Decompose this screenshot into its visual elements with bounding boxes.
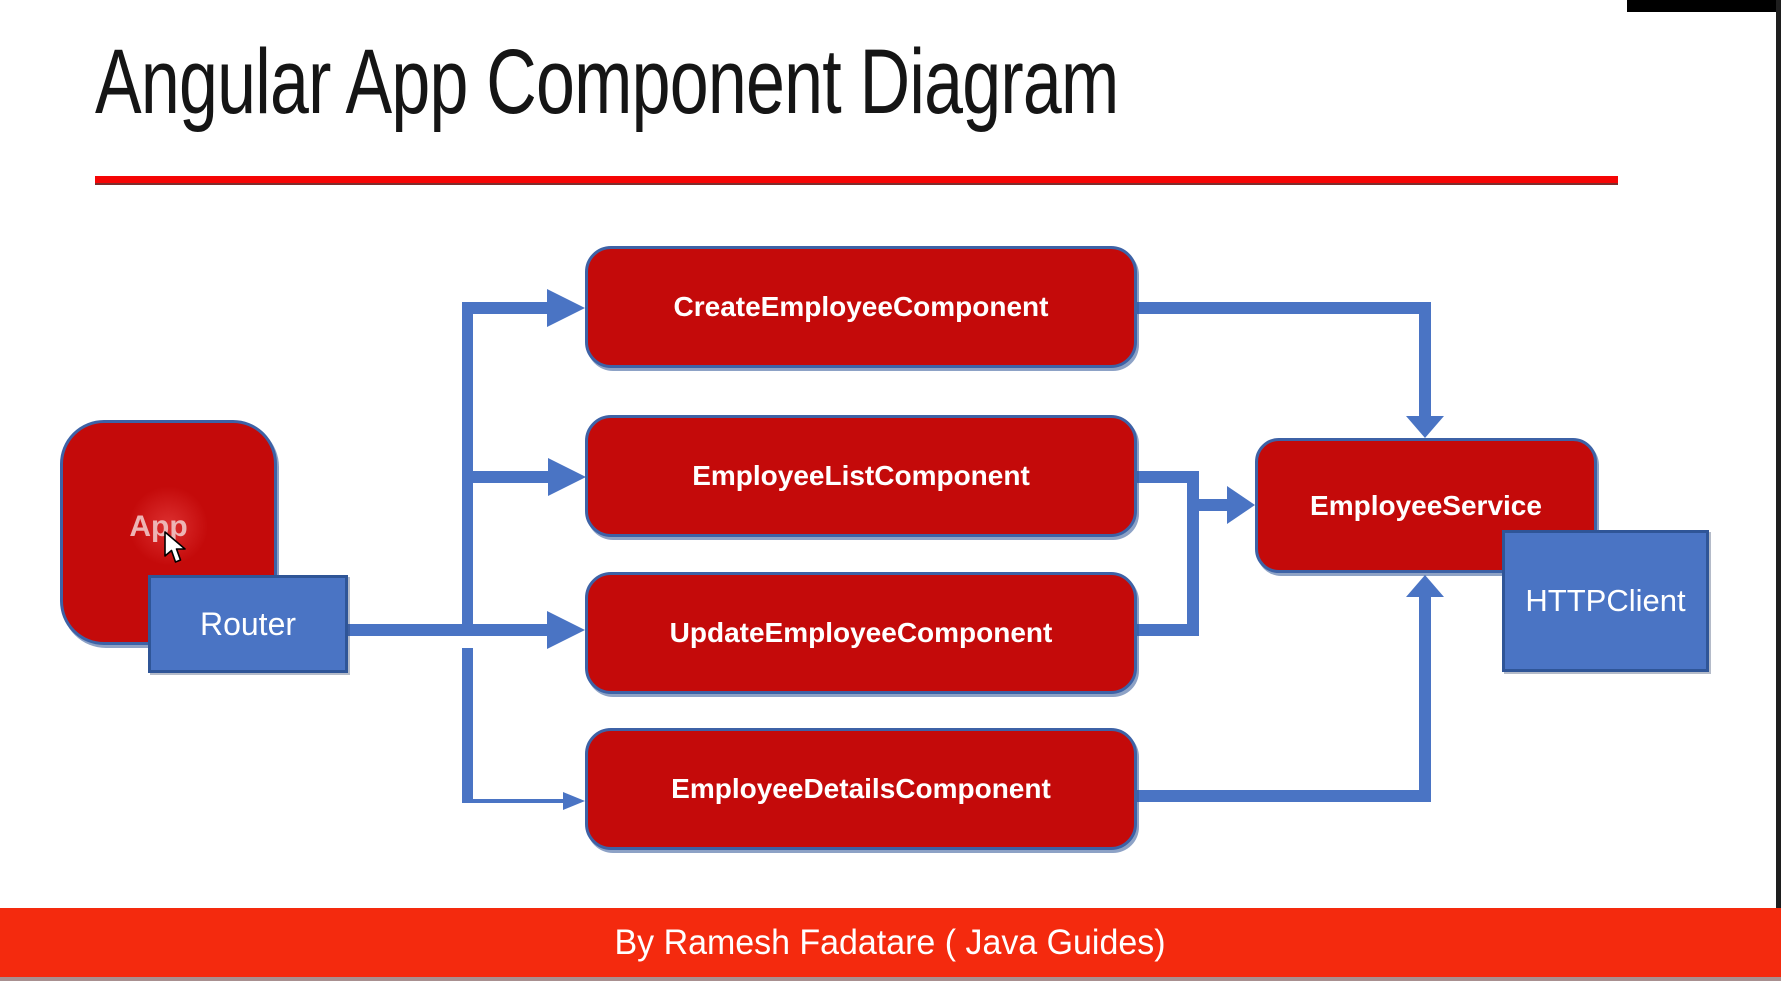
node-employee-details-component[interactable]: EmployeeDetailsComponent — [585, 728, 1137, 850]
edge-merge-to-service — [1199, 499, 1227, 511]
edge-details-to-service-vertical — [1419, 597, 1431, 802]
node-create-label: CreateEmployeeComponent — [673, 291, 1049, 322]
edge-create-to-service-horizontal — [1137, 302, 1431, 314]
title-underline — [95, 176, 1618, 185]
edge-details-to-service-horizontal — [1137, 790, 1431, 802]
node-list-label: EmployeeListComponent — [692, 460, 1030, 491]
node-create-employee-component[interactable]: CreateEmployeeComponent — [585, 246, 1137, 368]
mouse-cursor-icon — [164, 531, 186, 563]
edge-router-to-list — [473, 471, 548, 483]
node-details-label: EmployeeDetailsComponent — [671, 773, 1051, 804]
arrowhead-to-list — [548, 458, 586, 496]
slide-right-border — [1776, 0, 1781, 908]
edge-router-trunk-upper — [462, 302, 473, 636]
edge-router-to-create — [462, 302, 547, 314]
node-app-label: App — [129, 509, 188, 543]
arrowhead-to-create — [547, 289, 585, 327]
edge-router-trunk-lower — [462, 648, 473, 803]
edge-router-to-update — [348, 624, 547, 636]
node-http-client[interactable]: HTTPClient — [1502, 530, 1709, 672]
arrowhead-into-service-bottom — [1406, 575, 1444, 597]
node-employee-list-component[interactable]: EmployeeListComponent — [585, 415, 1137, 537]
footer-band: By Ramesh Fadatare ( Java Guides) — [0, 908, 1781, 981]
edge-update-to-merge — [1137, 624, 1199, 636]
edge-list-to-merge — [1135, 471, 1199, 483]
node-service-label: EmployeeService — [1310, 489, 1542, 521]
arrowhead-into-service-top — [1406, 416, 1444, 438]
node-router-label: Router — [199, 605, 297, 642]
footer-credit: By Ramesh Fadatare ( Java Guides) — [615, 922, 1166, 962]
edge-merge-vertical — [1187, 471, 1199, 636]
node-update-label: UpdateEmployeeComponent — [669, 617, 1053, 648]
arrowhead-to-update — [547, 611, 585, 649]
edge-create-to-service-vertical — [1419, 302, 1431, 416]
node-http-label: HTTPClient — [1525, 583, 1686, 618]
arrowhead-into-service-left — [1227, 486, 1255, 524]
node-update-employee-component[interactable]: UpdateEmployeeComponent — [585, 572, 1137, 694]
page-title: Angular App Component Diagram — [95, 34, 1442, 131]
edge-router-to-details — [467, 799, 563, 803]
node-router[interactable]: Router — [148, 575, 348, 673]
arrowhead-to-details — [563, 792, 585, 810]
letterbox-bar — [1627, 0, 1779, 12]
page-title-text: Angular App Component Diagram — [95, 31, 1119, 133]
